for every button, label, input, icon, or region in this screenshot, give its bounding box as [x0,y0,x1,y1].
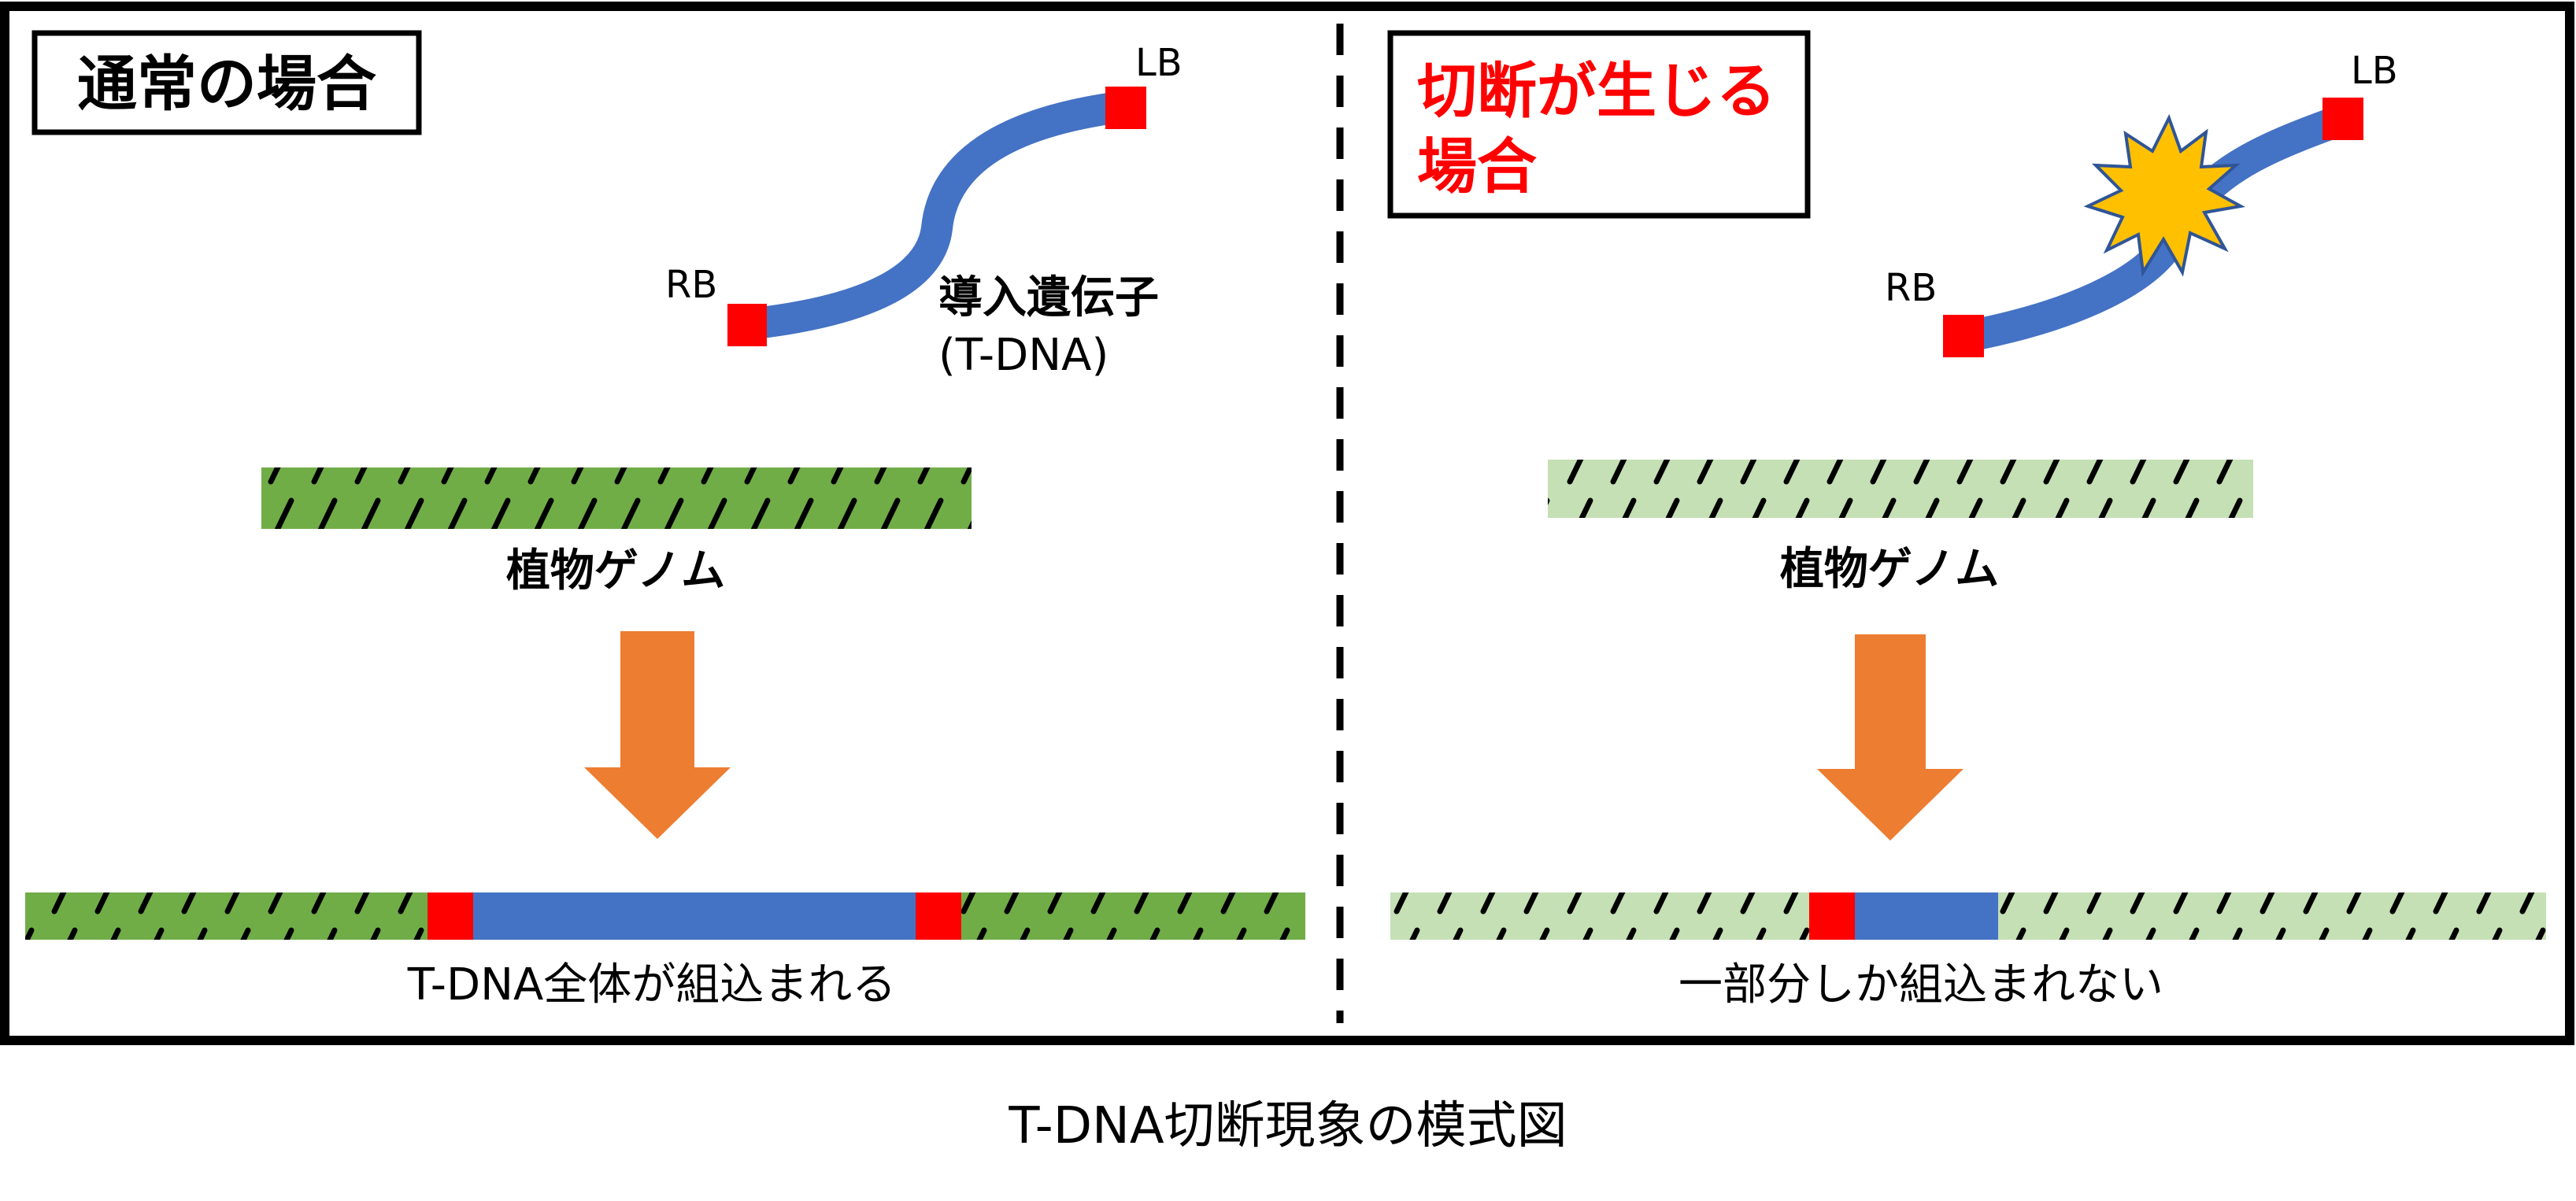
genome-hatching [261,467,972,529]
tdna-strand [746,91,1128,340]
result-label: T-DNA全体が組込まれる [407,959,897,1011]
integrated-rb [1809,892,1855,940]
genome-label: 植物ゲノム [506,545,725,597]
rb-border [727,304,767,346]
left-title-box [31,30,422,135]
genome-hatching [1548,460,2253,518]
right-title-box [1387,30,1811,219]
integrated-tdna [427,892,916,940]
down-arrow [1817,634,1963,841]
rb-border [1943,315,1984,357]
left-panel: 通常の場合 RB LB 導入遺伝子 (T-DNA) 植物ゲノム T-DNA全体が… [25,30,1305,1011]
integrated-lb [916,892,961,940]
right-panel: 切断が生じる 場合 RB LB 植物ゲノム 一部分しか組込まれない [1387,30,2546,1011]
break-star-icon [2083,113,2245,277]
result-label: 一部分しか組込まれない [1678,959,2163,1011]
tdna-label-sub: (T-DNA) [938,330,1108,381]
figure-caption: T-DNA切断現象の模式図 [1008,1097,1567,1155]
integrated-rb [427,892,473,940]
lb-label: LB [1135,41,1183,85]
rb-label: RB [1885,266,1937,310]
rb-label: RB [665,263,717,307]
outer-frame [0,2,2574,1045]
right-title-line1: 切断が生じる [1417,56,1776,126]
genome-label: 植物ゲノム [1780,544,1999,595]
lb-border [2322,98,2363,140]
left-title: 通常の場合 [77,49,376,119]
lb-label: LB [2351,49,2398,93]
right-title-line2: 場合 [1417,131,1537,201]
tdna-label: 導入遺伝子 [938,272,1159,323]
lb-border [1105,87,1146,129]
down-arrow [584,631,731,839]
